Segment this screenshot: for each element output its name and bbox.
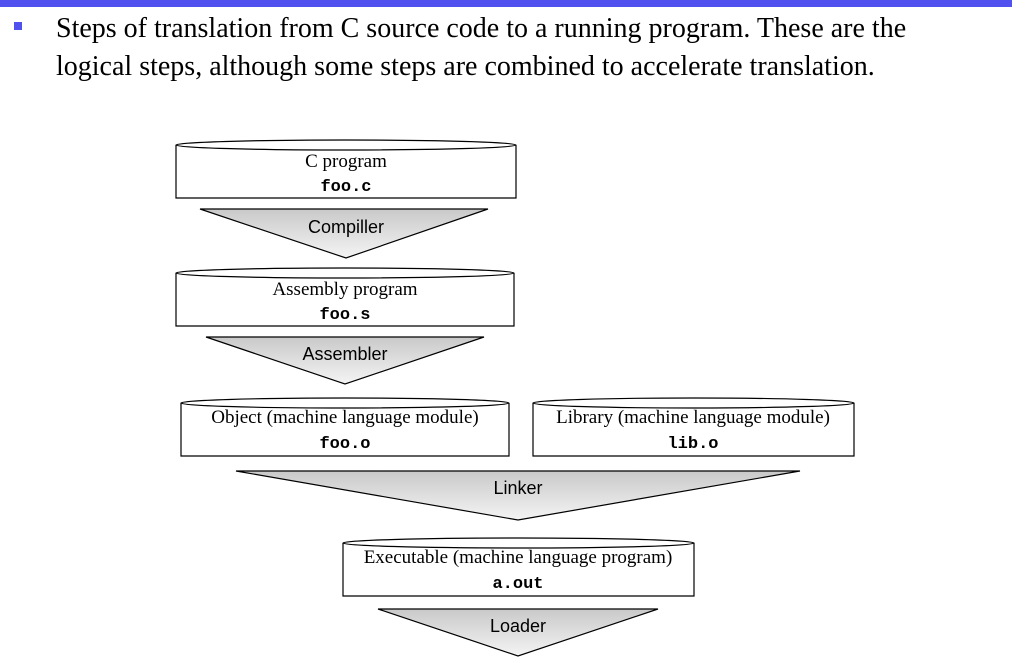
linker-step: Linker	[235, 470, 801, 521]
library-module-title: Library (machine language module)	[556, 407, 830, 428]
executable-title: Executable (machine language program)	[364, 547, 673, 568]
compiler-step: Compiller	[199, 208, 489, 259]
object-module-title: Object (machine language module)	[211, 407, 478, 428]
bullet-square-icon	[14, 22, 22, 30]
c-program-file: foo.c	[320, 178, 371, 197]
c-program-title: C program	[305, 151, 387, 172]
assembler-step: Assembler	[205, 336, 485, 385]
top-accent-bar	[0, 0, 1012, 7]
loader-label: Loader	[490, 616, 546, 636]
linker-label: Linker	[493, 478, 542, 498]
bullet-text: Steps of translation from C source code …	[56, 13, 907, 82]
assembly-program-title: Assembly program	[272, 279, 417, 300]
executable-file: a.out	[492, 575, 543, 594]
compiler-label: Compiller	[308, 217, 384, 237]
object-module-file: foo.o	[319, 435, 370, 454]
loader-step: Loader	[377, 608, 659, 657]
executable-box: Executable (machine language program) a.…	[342, 537, 695, 597]
assembly-program-file: foo.s	[319, 306, 370, 325]
library-module-box: Library (machine language module) lib.o	[532, 397, 855, 457]
c-program-box: C program foo.c	[175, 139, 517, 199]
assembly-program-box: Assembly program foo.s	[175, 267, 515, 327]
assembler-label: Assembler	[302, 344, 387, 364]
library-module-file: lib.o	[667, 435, 718, 454]
object-module-box: Object (machine language module) foo.o	[180, 397, 510, 457]
